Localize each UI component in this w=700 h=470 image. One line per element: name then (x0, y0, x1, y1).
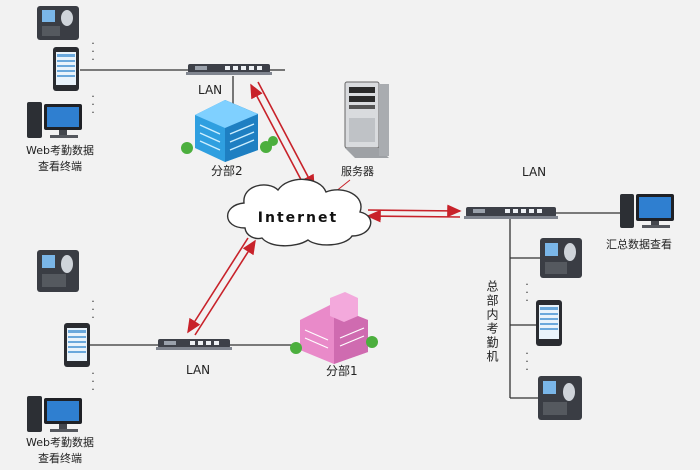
attendance-device-hq-3 (538, 376, 582, 420)
web-terminal-label-bottom: Web考勤数据 查看终端 (18, 434, 102, 466)
internet-label: Internet (258, 210, 338, 226)
lan-label-branch1: LAN (186, 363, 211, 377)
internet-traffic-arrows (187, 81, 462, 336)
ellipsis-hq-2: ··· (525, 347, 529, 376)
switch-branch1 (156, 339, 232, 350)
branch2-label: 分部2 (211, 164, 243, 178)
server-label: 服务器 (341, 165, 374, 178)
web-terminal-label-bottom-line2: 查看终端 (38, 452, 82, 465)
computer-hq-summary (620, 194, 674, 228)
web-terminal-label-top-line1: Web考勤数据 (26, 144, 94, 157)
web-terminal-label-top: Web考勤数据 查看终端 (18, 142, 102, 174)
ellipsis-bottom-left-1: ··· (91, 295, 95, 324)
web-terminal-label-bottom-line1: Web考勤数据 (26, 436, 94, 449)
ellipsis-top-left-2: ··· (91, 90, 95, 119)
computer-bottom-left (27, 396, 82, 432)
branch1-building-icon (290, 292, 378, 364)
phone-hq (536, 300, 562, 346)
server-icon (344, 81, 389, 158)
internet-cloud (227, 178, 372, 247)
ellipsis-top-left-1: ··· (91, 37, 95, 66)
phone-bottom-left (64, 323, 90, 367)
switch-branch2 (186, 64, 272, 75)
lan-label-headquarters: LAN (522, 165, 547, 179)
summary-view-label: 汇总数据查看 (606, 238, 672, 251)
branch1-label: 分部1 (326, 364, 358, 378)
lan-label-branch2: LAN (198, 83, 223, 97)
hq-devices-label: 总部内考勤机 (485, 280, 499, 364)
network-links (80, 69, 625, 399)
ellipsis-hq-1: ··· (525, 278, 529, 307)
computer-top-left (27, 102, 82, 138)
attendance-device-top-left (37, 6, 79, 40)
attendance-device-hq-1 (540, 238, 582, 278)
web-terminal-label-top-line2: 查看终端 (38, 160, 82, 173)
branch2-building-icon (181, 100, 278, 162)
phone-top-left (53, 47, 79, 91)
attendance-device-mid-left (37, 250, 79, 292)
ellipsis-bottom-left-2: ··· (91, 367, 95, 396)
switch-headquarters (464, 207, 558, 219)
